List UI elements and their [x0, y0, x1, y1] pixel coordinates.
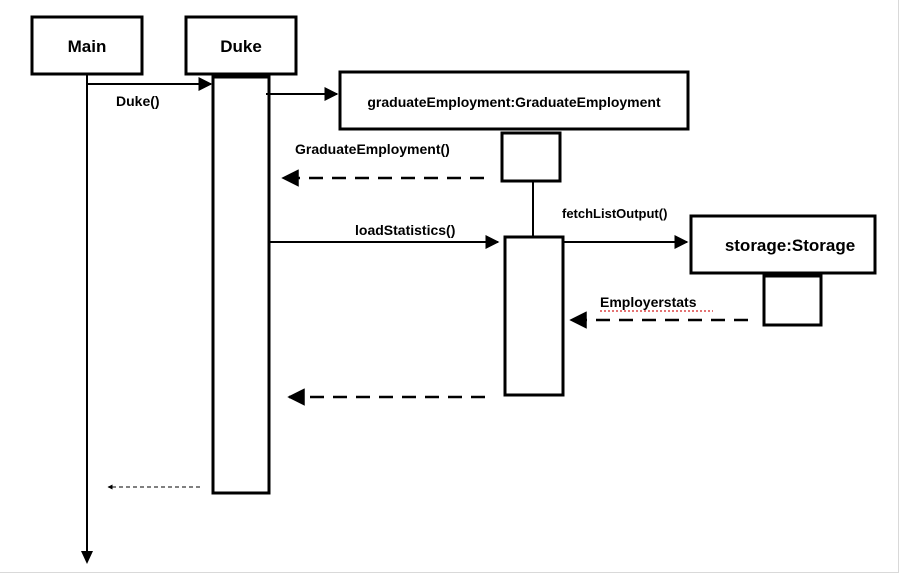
message-load-statistics: loadStatistics() [269, 222, 500, 249]
participant-graduate-employment-box [338, 70, 690, 131]
message-fetch-list-output: fetchListOutput() [562, 206, 689, 249]
main-lifeline-arrowhead [81, 551, 93, 564]
participant-main-label: Main [68, 37, 107, 56]
storage-participant-group: storage:Storage [689, 214, 877, 327]
employer-stats-label: Employerstats [600, 294, 697, 310]
participant-storage-label: storage:Storage [725, 236, 855, 255]
duke-participant-group: Duke [184, 15, 298, 495]
graduate-employment-activation-bar [503, 235, 565, 397]
main-lifeline-group: Main [30, 15, 144, 564]
storage-activation-bar [762, 274, 823, 327]
graduate-employment-participant-group: graduateEmployment:GraduateEmployment [338, 70, 690, 397]
participant-duke-box [184, 15, 298, 76]
participant-duke-label: Duke [220, 37, 262, 56]
participant-storage-box [689, 214, 877, 275]
fetch-list-output-label: fetchListOutput() [562, 206, 667, 221]
message-employer-stats-return: Employerstats [569, 294, 748, 329]
load-statistics-label: loadStatistics() [355, 222, 455, 238]
graduate-employment-creation-activation [500, 131, 562, 183]
participant-graduate-employment-label: graduateEmployment:GraduateEmployment [367, 94, 661, 110]
graduate-employment-return-label: GraduateEmployment() [295, 141, 450, 157]
duke-activation-bar [211, 75, 271, 495]
participant-main-box [30, 15, 144, 76]
duke-constructor-label: Duke() [116, 93, 160, 109]
message-duke-constructor: Duke() [88, 77, 213, 109]
message-graduate-employment-return: GraduateEmployment() [281, 141, 484, 187]
